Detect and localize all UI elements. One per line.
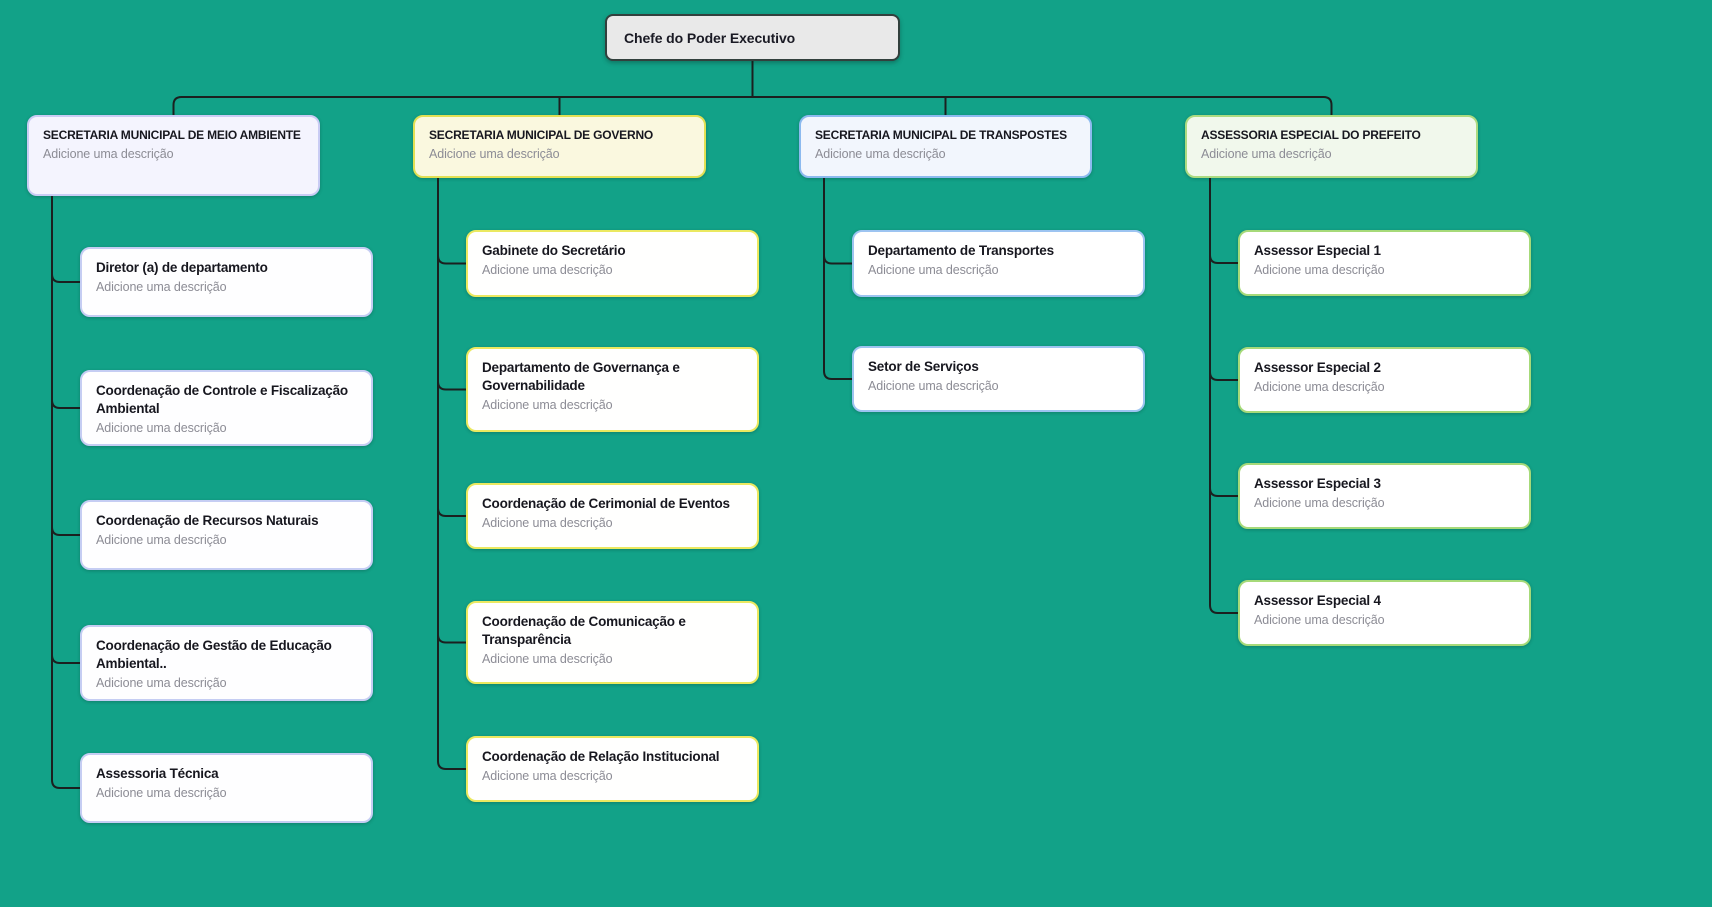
org-node-title: Diretor (a) de departamento [96, 260, 268, 275]
org-node-title: Assessoria Técnica [96, 766, 219, 781]
org-node-title: Coordenação de Recursos Naturais [96, 513, 319, 528]
org-node-parent-1[interactable]: SECRETARIA MUNICIPAL DE GOVERNO Adicione … [413, 115, 706, 178]
org-node-title: Coordenação de Cerimonial de Eventos [482, 496, 730, 511]
org-node-title: Assessor Especial 2 [1254, 360, 1381, 375]
org-node-description: Adicione uma descrição [482, 398, 613, 412]
org-node-parent-2[interactable]: SECRETARIA MUNICIPAL DE TRANSPOSTES Adici… [799, 115, 1092, 178]
org-node-parent-0[interactable]: SECRETARIA MUNICIPAL DE MEIO AMBIENTE Adi… [27, 115, 320, 196]
canvas-bottom-edge [0, 907, 1712, 912]
org-node-child-3-1[interactable]: Assessor Especial 2 Adicione uma descriçã… [1238, 347, 1531, 413]
org-node-child-3-0[interactable]: Assessor Especial 1 Adicione uma descriçã… [1238, 230, 1531, 296]
org-node-description: Adicione uma descrição [43, 147, 174, 161]
org-node-title: Chefe do Poder Executivo [624, 29, 796, 46]
org-node-title: Coordenação de Gestão de Educação Ambien… [96, 638, 332, 671]
org-node-title: Coordenação de Relação Institucional [482, 749, 720, 764]
org-node-description: Adicione uma descrição [482, 516, 613, 530]
org-node-child-0-1[interactable]: Coordenação de Controle e Fiscalização A… [80, 370, 373, 446]
org-node-description: Adicione uma descrição [1254, 380, 1385, 394]
org-node-description: Adicione uma descrição [429, 147, 560, 161]
org-node-description: Adicione uma descrição [96, 533, 227, 547]
org-node-description: Adicione uma descrição [1254, 613, 1385, 627]
org-node-description: Adicione uma descrição [868, 379, 999, 393]
org-node-child-0-3[interactable]: Coordenação de Gestão de Educação Ambien… [80, 625, 373, 701]
org-node-description: Adicione uma descrição [482, 263, 613, 277]
org-node-description: Adicione uma descrição [96, 421, 227, 435]
org-node-title: ASSESSORIA ESPECIAL DO PREFEITO [1201, 128, 1421, 142]
org-node-description: Adicione uma descrição [1201, 147, 1332, 161]
org-node-title: SECRETARIA MUNICIPAL DE MEIO AMBIENTE [43, 128, 301, 142]
org-node-description: Adicione uma descrição [96, 280, 227, 294]
org-node-title: Coordenação de Controle e Fiscalização A… [96, 383, 348, 416]
org-node-description: Adicione uma descrição [1254, 263, 1385, 277]
org-node-child-1-1[interactable]: Departamento de Governança e Governabili… [466, 347, 759, 432]
org-node-child-1-3[interactable]: Coordenação de Comunicação e Transparênc… [466, 601, 759, 684]
org-node-description: Adicione uma descrição [482, 652, 613, 666]
org-node-title: SECRETARIA MUNICIPAL DE TRANSPOSTES [815, 128, 1067, 142]
org-node-title: Assessor Especial 3 [1254, 476, 1381, 491]
org-node-title: Assessor Especial 4 [1254, 593, 1381, 608]
org-node-description: Adicione uma descrição [96, 786, 227, 800]
org-node-title: Coordenação de Comunicação e Transparênc… [482, 614, 686, 647]
org-node-description: Adicione uma descrição [96, 676, 227, 690]
org-node-root[interactable]: Chefe do Poder Executivo [605, 14, 900, 61]
org-node-description: Adicione uma descrição [815, 147, 946, 161]
org-node-description: Adicione uma descrição [1254, 496, 1385, 510]
org-node-parent-3[interactable]: ASSESSORIA ESPECIAL DO PREFEITO Adicione … [1185, 115, 1478, 178]
org-node-description: Adicione uma descrição [868, 263, 999, 277]
org-node-title: Departamento de Governança e Governabili… [482, 360, 680, 393]
org-node-title: Gabinete do Secretário [482, 243, 626, 258]
org-node-description: Adicione uma descrição [482, 769, 613, 783]
org-node-title: SECRETARIA MUNICIPAL DE GOVERNO [429, 128, 654, 142]
org-node-title: Departamento de Transportes [868, 243, 1054, 258]
org-node-title: Setor de Serviços [868, 359, 979, 374]
org-node-child-3-3[interactable]: Assessor Especial 4 Adicione uma descriçã… [1238, 580, 1531, 646]
org-node-title: Assessor Especial 1 [1254, 243, 1381, 258]
org-node-child-3-2[interactable]: Assessor Especial 3 Adicione uma descriçã… [1238, 463, 1531, 529]
